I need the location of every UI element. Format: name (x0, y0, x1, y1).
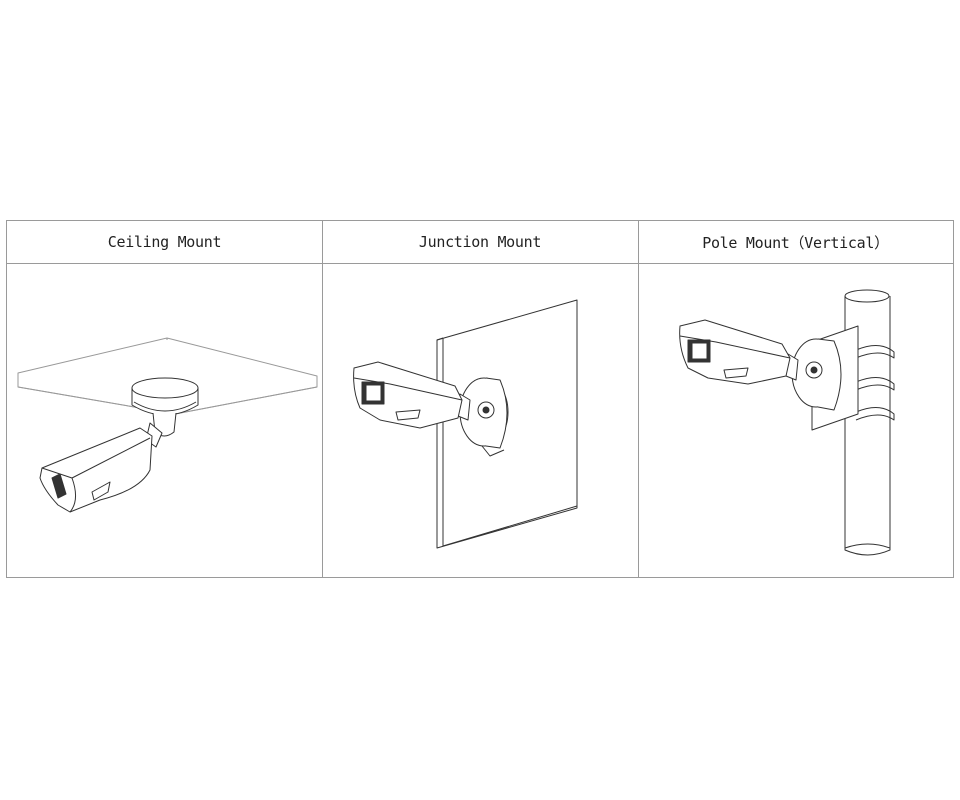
junction-box (459, 377, 509, 457)
bullet-camera (353, 361, 471, 429)
mount-types-table: Ceiling Mount Junction Mount Pole Mount（… (6, 220, 954, 578)
pole-mount-illustration (679, 289, 895, 556)
column-divider (322, 221, 323, 577)
junction-box (131, 377, 199, 437)
bullet-camera (679, 319, 799, 385)
ceiling-mount-illustration (17, 337, 318, 513)
column-divider (638, 221, 639, 577)
pole-clamps (855, 345, 895, 421)
junction-mount-illustration (353, 299, 578, 549)
junction-box (791, 338, 842, 411)
header-junction-mount: Junction Mount (322, 221, 638, 264)
header-pole-mount: Pole Mount（Vertical） (638, 221, 953, 264)
header-ceiling-mount: Ceiling Mount (7, 221, 322, 264)
bullet-camera (39, 422, 163, 513)
